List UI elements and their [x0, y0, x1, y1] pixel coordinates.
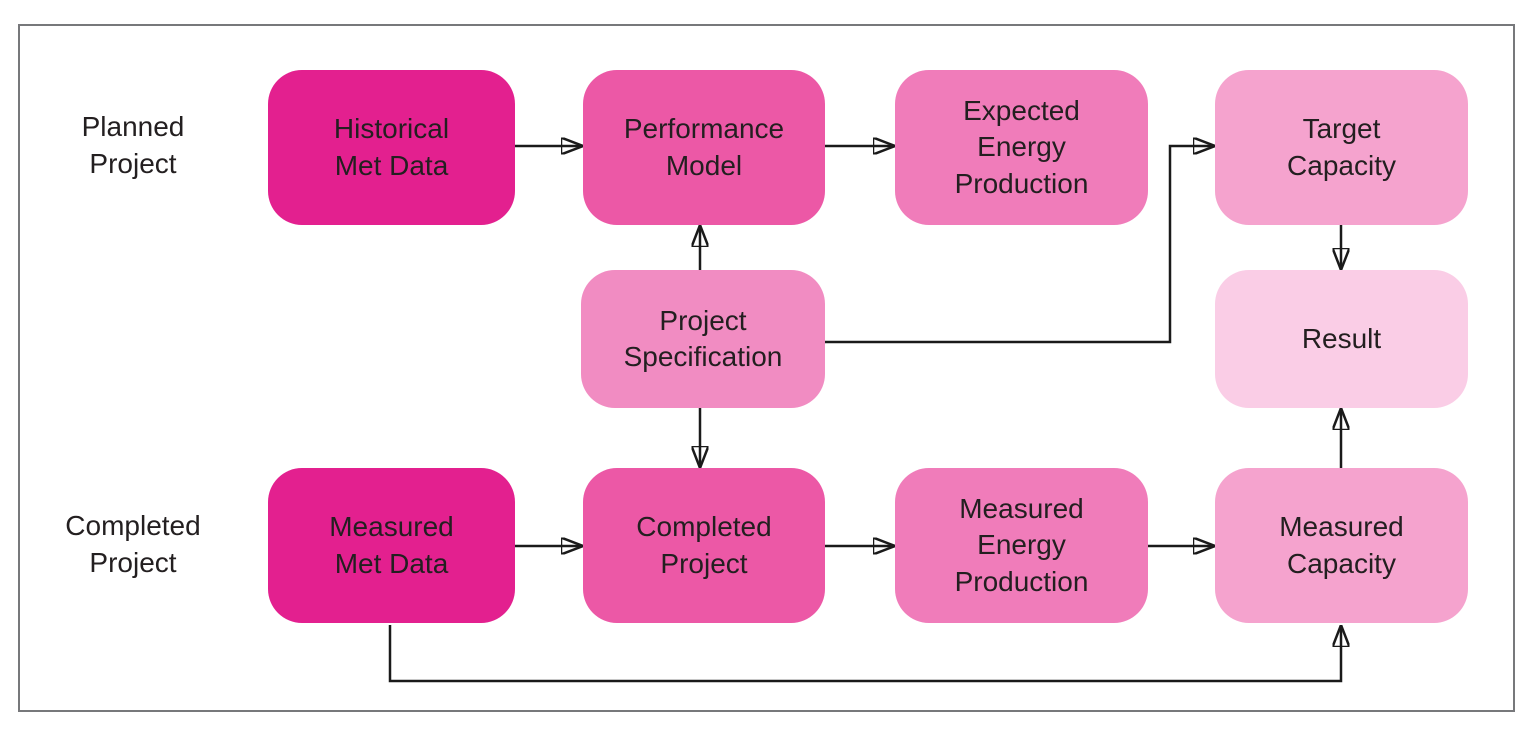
row-label-planned-project: Planned Project [81, 111, 185, 180]
arrow-measuredmet-to-measuredcapacity [388, 625, 1341, 683]
node-measured-capacity: Measured Capacity [1215, 468, 1468, 623]
node-project-specification: Project Specification [581, 270, 825, 408]
node-measured-energy-production: Measured Energy Production [895, 468, 1148, 623]
diagram-border [18, 24, 1515, 712]
node-historical-met-data: Historical Met Data [268, 70, 515, 225]
node-completed-project: Completed Project [583, 468, 825, 623]
node-performance-model: Performance Model [583, 70, 825, 225]
row-label-completed-project: Completed Project [65, 510, 201, 579]
arrow-spec-to-target [825, 146, 1215, 344]
node-result: Result [1215, 270, 1468, 408]
node-target-capacity: Target Capacity [1215, 70, 1468, 225]
node-measured-met-data: Measured Met Data [268, 468, 515, 623]
node-expected-energy-production: Expected Energy Production [895, 70, 1148, 225]
